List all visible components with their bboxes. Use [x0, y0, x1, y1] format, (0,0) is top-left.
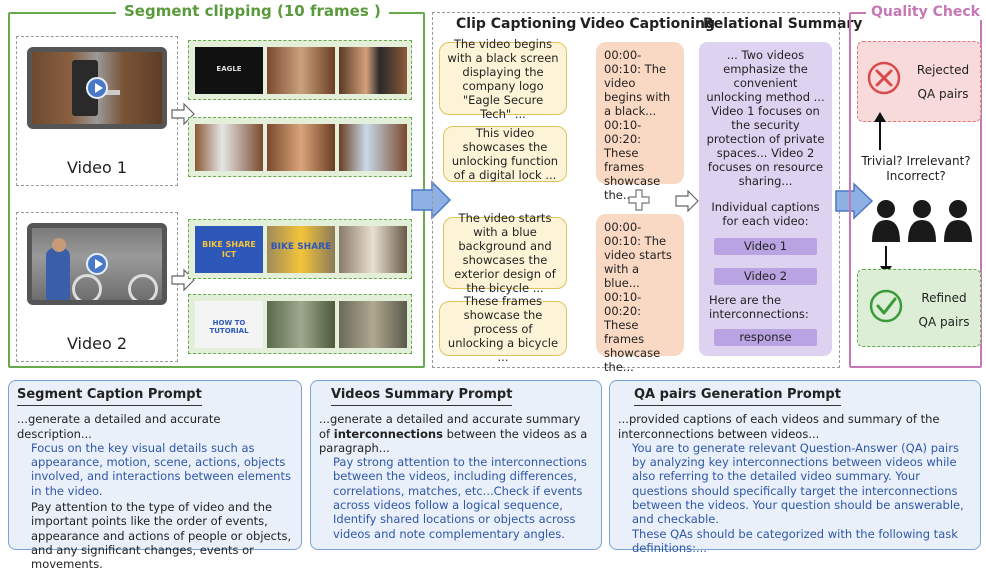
video-captioning-title: Video Captioning: [580, 16, 716, 32]
rejected-label: Rejected QA pairs: [916, 63, 970, 101]
bike-share-logo-text: BIKE SHARE: [270, 242, 332, 252]
video-2-box: Video 2: [16, 212, 178, 362]
plus-icon: [628, 189, 650, 211]
flow-arrow-2: [835, 182, 874, 220]
reject-x-icon: [867, 61, 901, 95]
summary-prompt-text-1a: ...generate a detailed and accurate summ…: [319, 412, 581, 441]
clip-row-2b: HOW TO TUTORIAL: [188, 294, 412, 354]
people-icon: [872, 200, 972, 242]
rejected-box: Rejected QA pairs: [857, 41, 981, 122]
video-1-label: Video 1: [66, 158, 128, 177]
clip-caption-box: This video showcases the unlocking funct…: [443, 126, 567, 182]
hollow-arrow-icon: [675, 190, 699, 212]
clip-thumb[interactable]: [267, 124, 335, 171]
blue-arrow-icon: [835, 182, 874, 220]
segment-clipping-title: Segment clipping (10 frames ): [116, 2, 389, 20]
segment-caption-prompt: Segment Caption Prompt ...generate a det…: [8, 380, 302, 571]
summary-prompt-title: Videos Summary Prompt: [331, 387, 513, 407]
clip-caption-box: The video starts with a blue background …: [443, 211, 567, 295]
play-icon[interactable]: [86, 77, 108, 99]
person-head-shape: [52, 238, 66, 252]
play-icon[interactable]: [86, 253, 108, 275]
eagle-logo-text: EAGLE: [216, 65, 242, 73]
qa-prompt-text-3: These QAs should be categorized with the…: [632, 526, 958, 555]
clip-thumb[interactable]: [339, 226, 407, 273]
refined-label: Refined QA pairs: [918, 291, 970, 329]
clip-thumb[interactable]: BIKE SHARE ICT: [195, 226, 263, 273]
quality-question: Trivial? Irrelevant? Incorrect?: [861, 154, 971, 183]
relational-summary-title: Relational Summary: [703, 16, 863, 32]
clip-row-1b: [188, 117, 412, 177]
video-2-thumbnail[interactable]: [27, 223, 167, 305]
captioning-panel: [432, 12, 840, 368]
refined-box: Refined QA pairs: [857, 269, 981, 347]
clip-thumb[interactable]: [339, 301, 407, 348]
video-1-box: Video 1: [16, 36, 178, 186]
segment-prompt-text-1: ...generate a detailed and accurate desc…: [17, 412, 221, 441]
clip-thumb[interactable]: [339, 47, 407, 94]
clip-thumb[interactable]: BIKE SHARE: [267, 226, 335, 273]
relational-summary-box: ... Two videos emphasize the convenient …: [699, 42, 832, 356]
clip-thumb[interactable]: [267, 47, 335, 94]
clip-caption-box: These frames showcase the process of unl…: [439, 294, 567, 364]
clip-thumb[interactable]: [339, 124, 407, 171]
person-shape: [46, 248, 70, 300]
summary-prompt-text-1c: between the videos as a paragraph...: [319, 426, 588, 455]
segment-prompt-text-3: Pay attention to the type of video and t…: [31, 500, 292, 572]
up-arrow-icon: [874, 112, 886, 150]
bike-wheel-shape: [128, 274, 158, 300]
clip-thumb[interactable]: [267, 301, 335, 348]
clip-thumb[interactable]: HOW TO TUTORIAL: [195, 301, 263, 348]
summary-prompt-text-1: ...generate a detailed and accurate summ…: [319, 412, 593, 455]
how-to-logo-text: HOW TO TUTORIAL: [209, 319, 249, 335]
response-pill: response: [714, 329, 817, 346]
video-2-pill: Video 2: [714, 268, 817, 285]
video-1-pill: Video 1: [714, 238, 817, 255]
interconnections-label: Here are the interconnections:: [709, 293, 809, 321]
segment-prompt-title: Segment Caption Prompt: [17, 387, 202, 407]
bike-share-logo-text: BIKE SHARE ICT: [202, 240, 256, 259]
video-caption-box: 00:00-00:10: The video begins with a bla…: [596, 42, 684, 202]
relational-summary-text: ... Two videos emphasize the convenient …: [706, 48, 825, 188]
bike-wheel-shape: [72, 274, 102, 300]
qa-generation-prompt: QA pairs Generation Prompt ...provided c…: [609, 380, 981, 555]
videos-summary-prompt: Videos Summary Prompt ...generate a deta…: [310, 380, 602, 550]
individual-captions-label: Individual captions for each video:: [711, 200, 820, 228]
clip-thumb[interactable]: [195, 124, 263, 171]
segment-prompt-text-2: Focus on the key visual details such as …: [31, 440, 291, 498]
video-caption-box: 00:00-00:10: The video starts with a blu…: [596, 214, 684, 374]
video-1-thumbnail[interactable]: [27, 47, 167, 129]
clip-row-1a: EAGLE: [188, 40, 412, 100]
quality-check-title: Quality Check: [866, 4, 985, 20]
qa-prompt-text-1: ...provided captions of each videos and …: [618, 412, 940, 441]
check-icon: [869, 289, 903, 323]
clip-caption-box: The video begins with a black screen dis…: [439, 37, 567, 121]
clip-captioning-title: Clip Captioning: [456, 16, 577, 32]
qa-prompt-title: QA pairs Generation Prompt: [634, 387, 841, 407]
video-2-label: Video 2: [66, 334, 128, 353]
clip-row-2a: BIKE SHARE ICT BIKE SHARE: [188, 219, 412, 279]
summary-prompt-bold: interconnections: [333, 426, 443, 441]
qa-prompt-text-2: You are to generate relevant Question-An…: [632, 440, 964, 527]
summary-prompt-text-2: Pay strong attention to the interconnect…: [333, 455, 587, 541]
clip-thumb[interactable]: EAGLE: [195, 47, 263, 94]
